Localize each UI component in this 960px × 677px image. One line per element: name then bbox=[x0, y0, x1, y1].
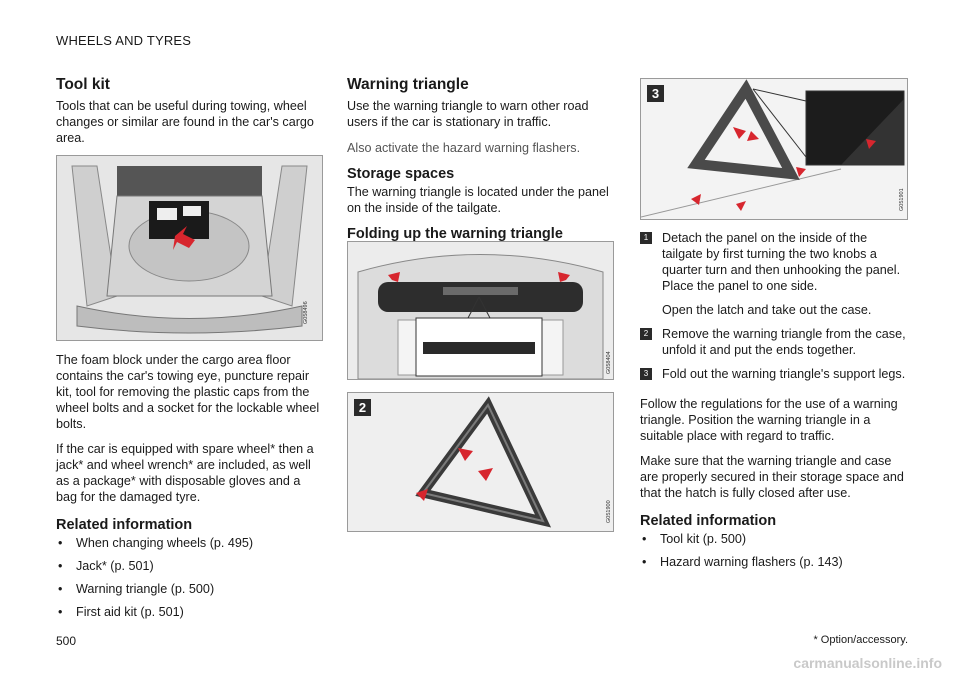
step-1: 1 Detach the panel on the inside of the … bbox=[640, 230, 908, 318]
triangle-legs-image: 3 G051901 bbox=[640, 78, 908, 220]
step-3: 3 Fold out the warning triangle's suppor… bbox=[640, 366, 908, 382]
hazard-note: Also activate the hazard warning flasher… bbox=[347, 141, 581, 155]
triangle-unfold-illustration bbox=[348, 393, 613, 531]
footnote: * Option/accessory. bbox=[813, 634, 908, 646]
steps-column: 1 Detach the panel on the inside of the … bbox=[640, 230, 908, 577]
step-text: Fold out the warning triangle's support … bbox=[662, 367, 906, 381]
image-code: G058496 bbox=[303, 301, 309, 324]
step-2: 2 Remove the warning triangle from the c… bbox=[640, 326, 908, 358]
tool-kit-intro: Tools that can be useful during towing, … bbox=[56, 99, 314, 145]
image-code: G058404 bbox=[606, 351, 612, 374]
related-item[interactable]: •When changing wheels (p. 495) bbox=[58, 536, 254, 550]
storage-text: The warning triangle is located under th… bbox=[347, 185, 609, 215]
tool-kit-body: The foam block under the cargo area floo… bbox=[56, 352, 321, 627]
page-number: 500 bbox=[56, 634, 77, 648]
related-item[interactable]: •Warning triangle (p. 500) bbox=[58, 582, 215, 596]
storage-title: Storage spaces bbox=[347, 166, 455, 182]
image-code: G051901 bbox=[899, 188, 905, 211]
warning-triangle-intro: Use the warning triangle to warn other r… bbox=[347, 99, 589, 129]
tailgate-image: G058404 bbox=[347, 241, 614, 380]
step-number: 1 bbox=[640, 232, 652, 244]
related-list: •When changing wheels (p. 495) •Jack* (p… bbox=[56, 535, 321, 620]
warning-triangle-title: Warning triangle bbox=[347, 76, 469, 93]
related-item[interactable]: •First aid kit (p. 501) bbox=[58, 605, 184, 619]
image-code: G051900 bbox=[606, 500, 612, 523]
related-item[interactable]: •Hazard warning flashers (p. 143) bbox=[642, 555, 843, 569]
tailgate-illustration bbox=[348, 242, 613, 379]
tool-kit-para2: If the car is equipped with spare wheel*… bbox=[56, 442, 314, 504]
tool-kit-title: Tool kit bbox=[56, 76, 110, 93]
step-number: 2 bbox=[640, 328, 652, 340]
figure-badge: 3 bbox=[647, 85, 664, 102]
section-header: WHEELS AND TYRES bbox=[56, 33, 192, 48]
tool-kit-column: Tool kit Tools that can be useful during… bbox=[56, 76, 321, 146]
cargo-area-image: G058496 bbox=[56, 155, 323, 341]
tool-kit-para1: The foam block under the cargo area floo… bbox=[56, 353, 320, 431]
folding-title: Folding up the warning triangle bbox=[347, 226, 563, 242]
related-info-title: Related information bbox=[56, 517, 193, 533]
step-text: Remove the warning triangle from the cas… bbox=[662, 327, 906, 357]
triangle-unfold-image: 2 G051900 bbox=[347, 392, 614, 532]
warning-triangle-column: Warning triangle Use the warning triangl… bbox=[347, 76, 612, 244]
step-text: Detach the panel on the inside of the ta… bbox=[662, 231, 901, 293]
triangle-legs-illustration bbox=[641, 79, 907, 219]
step-number: 3 bbox=[640, 368, 652, 380]
related-info-title: Related information bbox=[640, 513, 777, 529]
related-list: •Tool kit (p. 500) •Hazard warning flash… bbox=[640, 531, 908, 570]
step-subtext: Open the latch and take out the case. bbox=[662, 303, 872, 317]
related-item[interactable]: •Jack* (p. 501) bbox=[58, 559, 154, 573]
cargo-area-illustration bbox=[57, 156, 322, 340]
watermark: carmanualsonline.info bbox=[793, 655, 942, 671]
related-item[interactable]: •Tool kit (p. 500) bbox=[642, 532, 747, 546]
figure-badge: 2 bbox=[354, 399, 371, 416]
secure-para: Make sure that the warning triangle and … bbox=[640, 454, 904, 500]
regulations-para: Follow the regulations for the use of a … bbox=[640, 397, 898, 443]
